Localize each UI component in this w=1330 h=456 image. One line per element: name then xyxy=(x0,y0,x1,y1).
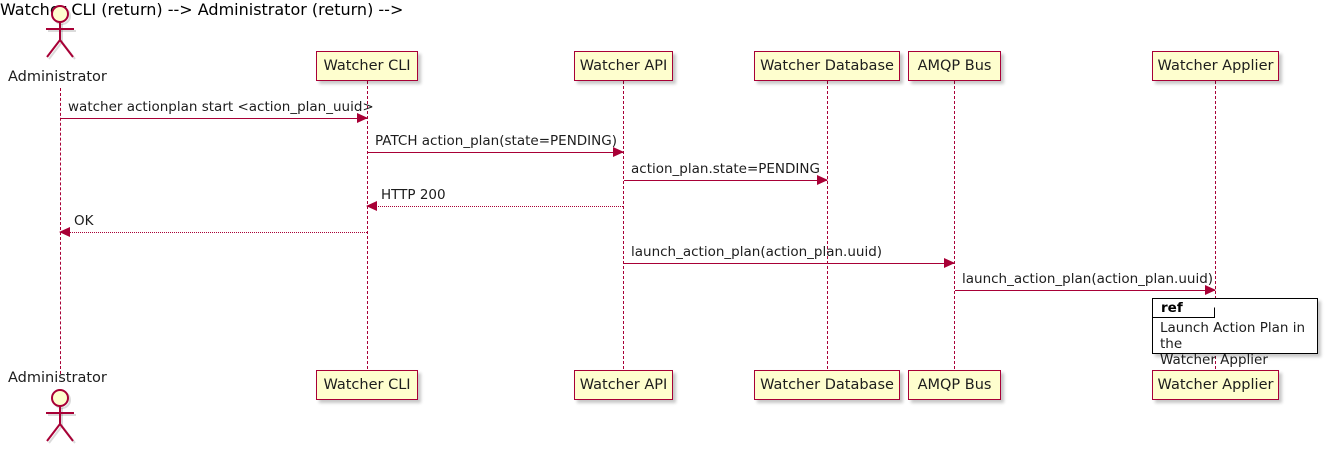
actor-label-administrator-bottom: Administrator xyxy=(8,370,107,386)
ref-fragment-line-1: Launch Action Plan in the xyxy=(1160,320,1306,352)
participant-watcher-cli-bottom[interactable]: Watcher CLI xyxy=(316,370,418,400)
participant-watcher-applier-bottom[interactable]: Watcher Applier xyxy=(1152,370,1279,400)
participant-label: Watcher Applier xyxy=(1157,58,1274,74)
ref-fragment-line-2: Watcher Applier xyxy=(1160,352,1268,368)
participant-label: Watcher CLI xyxy=(323,377,411,393)
participant-watcher-database-bottom[interactable]: Watcher Database xyxy=(754,370,900,400)
arrowhead-left-icon xyxy=(59,227,70,237)
arrowhead-right-icon xyxy=(613,147,624,157)
actor-label-administrator-top: Administrator xyxy=(8,69,107,85)
participant-watcher-api-top[interactable]: Watcher API xyxy=(574,51,673,81)
lifeline-watcher-api xyxy=(623,81,624,369)
participant-label: Watcher CLI xyxy=(323,58,411,74)
actor-administrator-top xyxy=(38,4,82,60)
message-label: action_plan.state=PENDING xyxy=(631,161,820,177)
message-line xyxy=(367,206,623,207)
message-label: watcher actionplan start <action_plan_uu… xyxy=(68,99,374,115)
participant-label: Watcher Database xyxy=(760,377,894,393)
arrowhead-right-icon xyxy=(357,113,368,123)
participant-label: Watcher API xyxy=(579,58,668,74)
message-label: PATCH action_plan(state=PENDING) xyxy=(375,133,617,149)
message-label: OK xyxy=(74,213,94,229)
lifeline-watcher-applier xyxy=(1215,81,1216,369)
arrowhead-right-icon xyxy=(944,258,955,268)
message-line xyxy=(624,180,827,181)
message-label: HTTP 200 xyxy=(381,187,446,203)
participant-watcher-applier-top[interactable]: Watcher Applier xyxy=(1152,51,1279,81)
message-label: launch_action_plan(action_plan.uuid) xyxy=(962,271,1214,287)
participant-watcher-api-bottom[interactable]: Watcher API xyxy=(574,370,673,400)
lifeline-watcher-cli xyxy=(367,81,368,369)
participant-label: AMQP Bus xyxy=(917,58,992,74)
participant-label: AMQP Bus xyxy=(917,377,992,393)
arrowhead-left-icon xyxy=(366,201,377,211)
ref-fragment[interactable]: ref Launch Action Plan in the Watcher Ap… xyxy=(1152,298,1318,368)
message-line xyxy=(368,152,623,153)
participant-amqp-bus-top[interactable]: AMQP Bus xyxy=(908,51,1001,81)
arrowhead-right-icon xyxy=(1205,285,1216,295)
lifeline-amqp-bus xyxy=(954,81,955,369)
ref-fragment-body: Launch Action Plan in the Watcher Applie… xyxy=(1160,320,1313,368)
message-line xyxy=(61,118,367,119)
participant-label: Watcher API xyxy=(579,377,668,393)
actor-administrator-bottom xyxy=(38,388,82,444)
participant-watcher-database-top[interactable]: Watcher Database xyxy=(754,51,900,81)
message-line xyxy=(60,232,367,233)
participant-label: Watcher Database xyxy=(760,58,894,74)
lifeline-watcher-database xyxy=(827,81,828,369)
message-line xyxy=(955,290,1215,291)
ref-fragment-tab-label: ref xyxy=(1161,300,1183,316)
participant-amqp-bus-bottom[interactable]: AMQP Bus xyxy=(908,370,1001,400)
message-line xyxy=(624,263,954,264)
arrowhead-right-icon xyxy=(817,175,828,185)
message-label: launch_action_plan(action_plan.uuid) xyxy=(631,244,883,260)
ref-fragment-tab: ref xyxy=(1153,299,1215,318)
participant-watcher-cli-top[interactable]: Watcher CLI xyxy=(316,51,418,81)
participant-label: Watcher Applier xyxy=(1157,377,1274,393)
